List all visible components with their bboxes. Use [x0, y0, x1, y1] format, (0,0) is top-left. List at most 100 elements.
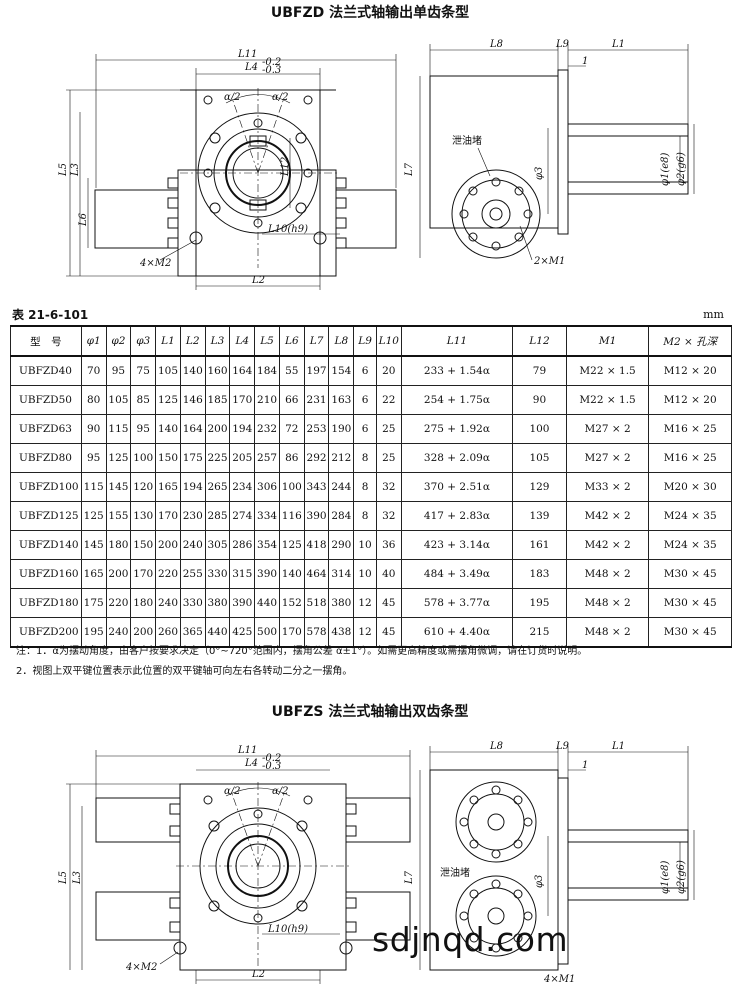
dim2-alpha-left: α/2 — [224, 786, 240, 797]
table-cell: UBFZD180 — [10, 588, 82, 618]
dim-L9: L9 — [555, 39, 570, 50]
table-cell: 6 — [353, 355, 377, 386]
table-header-cell: M1 — [565, 325, 650, 357]
table-cell: 305 — [204, 530, 231, 560]
table-header-cell: L10 — [375, 325, 402, 357]
table-cell: M48 × 2 — [565, 588, 650, 618]
dim2-L5: L5 — [58, 871, 69, 885]
side-flange — [557, 69, 569, 235]
table-cell: 185 — [204, 385, 231, 415]
table-cell: 80 — [80, 385, 107, 415]
table-cell: 438 — [328, 617, 355, 648]
table-cell: 36 — [375, 530, 402, 560]
table-header-cell: 型 号 — [10, 325, 82, 357]
note-1: 注：1．α为摆动角度，由客户按要求决定（0°~720°范围内，摆角公差 α±1°… — [16, 646, 588, 657]
dim2-phi2: φ2(g6) — [676, 860, 687, 894]
table-cell: 380 — [204, 588, 231, 618]
table-cell: 145 — [80, 530, 107, 560]
table-cell: M48 × 2 — [565, 559, 650, 589]
table-cell: M22 × 1.5 — [565, 385, 650, 415]
table-cell: 200 — [155, 530, 181, 560]
table-cell: 194 — [229, 414, 256, 444]
dim2-one: 1 — [582, 760, 588, 771]
table-cell: 220 — [105, 588, 132, 618]
dim2-L11: L11 — [237, 745, 257, 756]
table-cell: 95 — [80, 443, 107, 473]
table-cell: 180 — [130, 588, 157, 618]
table-cell: 390 — [303, 501, 330, 531]
table-header-cell: L3 — [204, 325, 231, 357]
table-cell: 55 — [278, 355, 305, 386]
table-cell: 380 — [328, 588, 355, 618]
table-header-cell: L12 — [512, 325, 567, 357]
dim2-L4-upper: -0.2 — [262, 753, 281, 764]
dim-alpha-right: α/2 — [272, 92, 288, 103]
table-cell: 164 — [229, 355, 256, 386]
table-header-cell: M2 × 孔深 — [648, 325, 732, 357]
table-cell: 334 — [254, 501, 280, 531]
drain-plug-label: 泄油堵 — [452, 134, 482, 147]
table-cell: 32 — [375, 501, 402, 531]
table-cell: 95 — [105, 355, 132, 386]
table-cell: UBFZD160 — [10, 559, 82, 589]
table-cell: M16 × 25 — [648, 414, 732, 444]
table-header-cell: L9 — [353, 325, 377, 357]
table-cell: 8 — [353, 443, 377, 473]
dim2-L9: L9 — [555, 741, 570, 752]
technical-drawing-double-rack: L11 L4 -0.2 -0.3 α/2 α/2 L5 L3 L10(h9) 4… — [58, 741, 695, 985]
table-cell: UBFZD140 — [10, 530, 82, 560]
table-cell: UBFZD100 — [10, 472, 82, 502]
dim-L7: L7 — [404, 162, 415, 177]
table-cell: 285 — [204, 501, 231, 531]
table-cell: 184 — [254, 355, 280, 386]
table-cell: 292 — [303, 443, 330, 473]
table-cell: 254 + 1.75α — [400, 385, 514, 415]
table-cell: 6 — [353, 385, 377, 415]
table-cell: 125 — [155, 385, 181, 415]
table-cell: 200 — [105, 559, 132, 589]
table-cell: UBFZD63 — [10, 414, 82, 444]
table-cell: 240 — [105, 617, 132, 648]
table-cell: 140 — [179, 355, 206, 386]
table-cell: 164 — [179, 414, 206, 444]
table-cell: 257 — [254, 443, 280, 473]
table-cell: 129 — [512, 472, 567, 502]
table-cell: 6 — [353, 414, 377, 444]
table-cell: M12 × 20 — [648, 355, 732, 386]
table-cell: 390 — [229, 588, 256, 618]
table-cell: 165 — [80, 559, 107, 589]
table-cell: 183 — [512, 559, 567, 589]
table-cell: 72 — [278, 414, 305, 444]
table-cell: 215 — [512, 617, 567, 648]
table-cell: 70 — [80, 355, 107, 386]
table-cell: 165 — [155, 472, 181, 502]
table-cell: 175 — [80, 588, 107, 618]
table-cell: 195 — [512, 588, 567, 618]
table-cell: 354 — [254, 530, 280, 560]
dim2-L1: L1 — [611, 741, 625, 752]
table-cell: 125 — [278, 530, 305, 560]
table-cell: 194 — [179, 472, 206, 502]
table-cell: 140 — [278, 559, 305, 589]
table-header-cell: L7 — [303, 325, 330, 357]
table-cell: 175 — [179, 443, 206, 473]
table-cell: 231 — [303, 385, 330, 415]
table-cell: 170 — [229, 385, 256, 415]
table-cell: 200 — [204, 414, 231, 444]
dim-L6: L6 — [78, 212, 89, 227]
dim-L1: L1 — [611, 39, 625, 50]
table-cell: M42 × 2 — [565, 530, 650, 560]
table-cell: 210 — [254, 385, 280, 415]
table-cell: 125 — [80, 501, 107, 531]
dim-L3: L3 — [70, 163, 81, 177]
table-cell: 578 + 3.77α — [400, 588, 514, 618]
table-cell: 365 — [179, 617, 206, 648]
table-header-cell: φ2 — [105, 325, 132, 357]
table-cell: M33 × 2 — [565, 472, 650, 502]
